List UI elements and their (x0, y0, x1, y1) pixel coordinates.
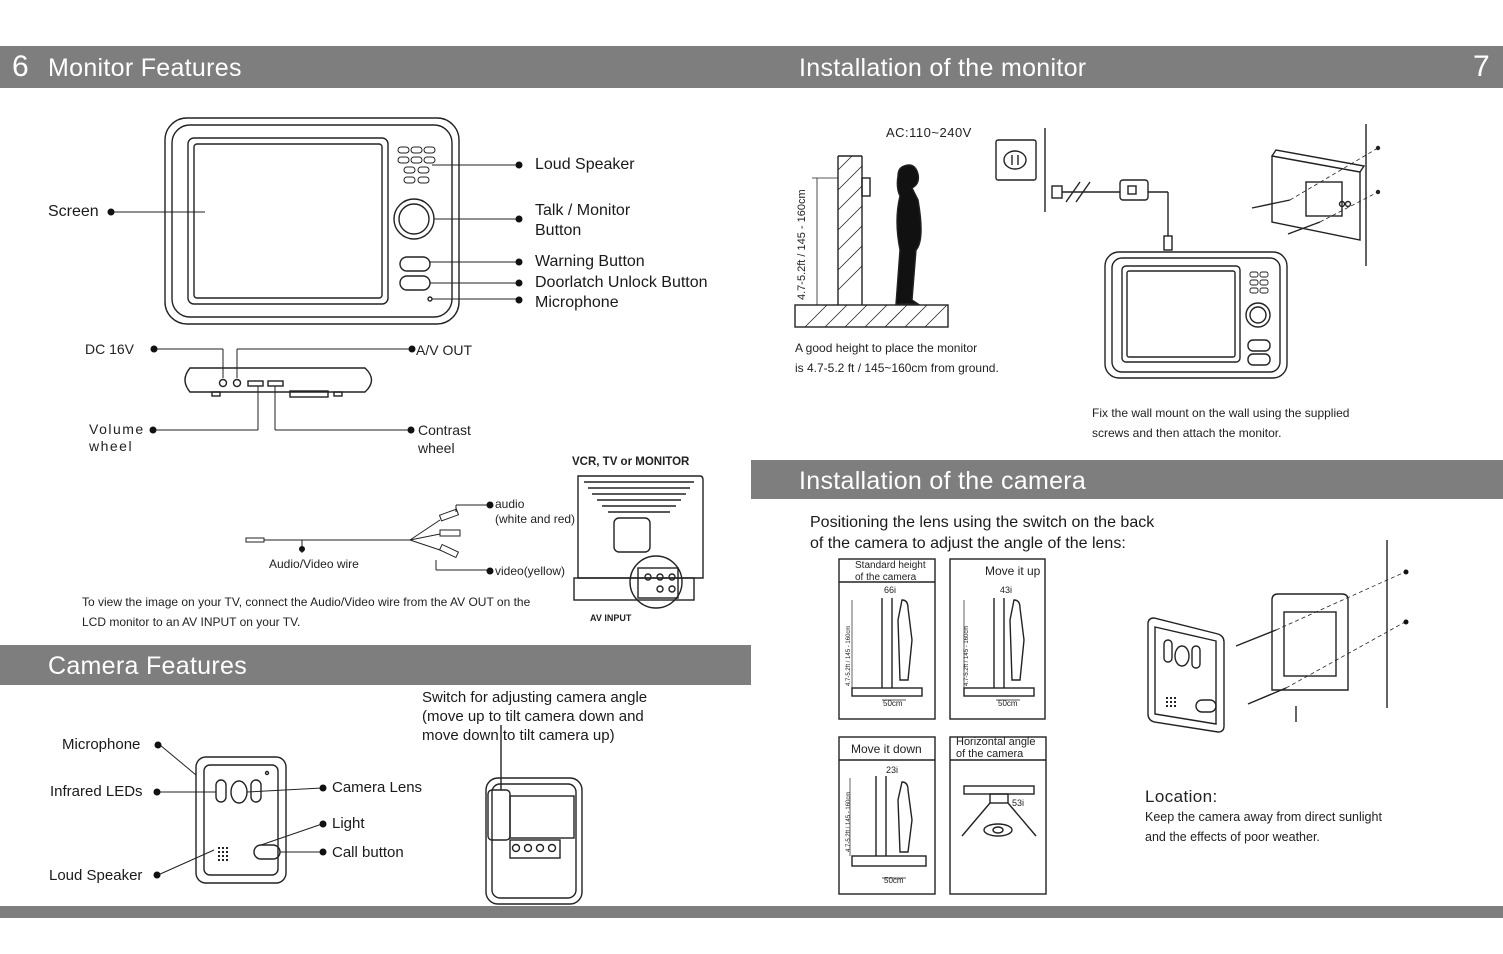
box-move-up-angle: 43i (1000, 585, 1013, 595)
label-video: video(yellow) (495, 564, 566, 578)
camera-label-light: Light (332, 815, 365, 832)
label-volume: Volume (89, 421, 145, 437)
box-move-down-axis: 4.7-5.2ft / 145 - 160cm (846, 791, 852, 852)
camera-features-header: Camera Features (0, 645, 751, 685)
location-line1: Keep the camera away from direct sunligh… (1145, 810, 1382, 824)
label-contrast-wheel: wheel (418, 440, 455, 456)
av-note-line1: To view the image on your TV, connect th… (82, 595, 531, 609)
box-move-up-distance: 50cm (998, 699, 1018, 708)
box-move-down-title: Move it down (851, 742, 922, 756)
height-note-line2: is 4.7-5.2 ft / 145~160cm from ground. (795, 361, 999, 375)
camera-label-call: Call button (332, 844, 404, 861)
label-dc: DC 16V (85, 341, 135, 357)
box-move-down-angle: 23i (886, 765, 899, 775)
box-standard-axis: 4.7-5.2ft / 145 - 160cm (846, 625, 852, 686)
box-standard-title1: Standard height (855, 560, 926, 571)
page-number-left: 6 (12, 50, 29, 83)
camera-label-loud-speaker: Loud Speaker (49, 867, 143, 884)
section-title-installation-camera: Installation of the camera (799, 467, 1087, 495)
label-talk-monitor-button: Button (535, 222, 582, 239)
section-title-installation-monitor: Installation of the monitor (799, 54, 1087, 82)
page-number-right: 7 (1473, 50, 1490, 83)
mount-note-line1: Fix the wall mount on the wall using the… (1092, 406, 1350, 420)
label-volume-wheel: wheel (89, 438, 134, 454)
label-microphone: Microphone (535, 294, 619, 311)
section-title-monitor-features: Monitor Features (48, 54, 242, 82)
monitor-install-illustration (1051, 124, 1381, 379)
camera-front-illustration (195, 756, 287, 884)
label-screen: Screen (48, 203, 99, 220)
tv-illustration (573, 475, 704, 609)
box-standard-distance: 50cm (883, 699, 903, 708)
height-diagram (794, 128, 1046, 328)
label-talk-monitor: Talk / Monitor (535, 202, 631, 219)
installation-camera-header: Installation of the camera (751, 460, 1503, 499)
camera-label-lens: Camera Lens (332, 779, 423, 796)
box-horizontal-title2: of the camera (956, 748, 1024, 760)
angle-box-horizontal (949, 736, 1047, 895)
box-standard-title2: of the camera (855, 572, 917, 583)
height-axis-label: 4.7-5.2ft / 145 - 160cm (796, 189, 808, 300)
height-note-line1: A good height to place the monitor (795, 341, 978, 355)
switch-text-line2: (move up to tilt camera down and (422, 708, 644, 725)
installation-monitor-header: Installation of the monitor 7 (751, 46, 1503, 88)
camera-back-illustration (485, 725, 583, 905)
label-audio: audio (495, 497, 525, 511)
label-av-wire: Audio/Video wire (269, 557, 359, 571)
label-loud-speaker: Loud Speaker (535, 156, 635, 173)
label-contrast: Contrast (418, 422, 471, 438)
box-move-down-distance: 50cm (884, 876, 904, 885)
monitor-front-illustration (164, 117, 460, 325)
monitor-bottom-illustration (184, 367, 373, 398)
positioning-line2: of the camera to adjust the angle of the… (810, 535, 1126, 552)
camera-install-illustration (1147, 540, 1406, 733)
section-title-camera-features: Camera Features (48, 652, 248, 680)
angle-box-move-down (838, 736, 936, 895)
mount-note-line2: screws and then attach the monitor. (1092, 426, 1282, 440)
label-av-out: A/V OUT (416, 342, 473, 358)
label-doorlatch-button: Doorlatch Unlock Button (535, 274, 708, 291)
av-note-line2: LCD monitor to an AV INPUT on your TV. (82, 615, 301, 629)
angle-box-standard (838, 558, 936, 720)
angle-box-move-up (949, 558, 1046, 720)
monitor-features-header: 6 Monitor Features (0, 46, 751, 88)
box-move-up-axis: 4.7-5.2ft / 145 - 160cm (964, 625, 970, 686)
box-horizontal-angle: 53i (1012, 798, 1025, 808)
camera-label-microphone: Microphone (62, 736, 141, 753)
label-warning-button: Warning Button (535, 253, 645, 270)
bottom-bar (0, 906, 1503, 918)
camera-label-infrared: Infrared LEDs (50, 783, 143, 800)
location-line2: and the effects of poor weather. (1145, 830, 1320, 844)
tv-title: VCR, TV or MONITOR (572, 456, 690, 468)
positioning-line1: Positioning the lens using the switch on… (810, 514, 1155, 531)
box-standard-angle: 66i (884, 585, 897, 595)
switch-text-line3: move down to tilt camera up) (422, 727, 615, 744)
switch-text-line1: Switch for adjusting camera angle (422, 689, 648, 706)
label-audio-colors: (white and red) (495, 512, 576, 526)
ac-voltage: AC:110~240V (886, 125, 972, 140)
box-move-up-title: Move it up (985, 564, 1041, 578)
label-av-input: AV INPUT (590, 613, 632, 623)
location-title: Location: (1145, 787, 1218, 806)
av-wire-illustration (245, 504, 488, 571)
box-horizontal-title1: Horizontal angle (956, 736, 1036, 748)
